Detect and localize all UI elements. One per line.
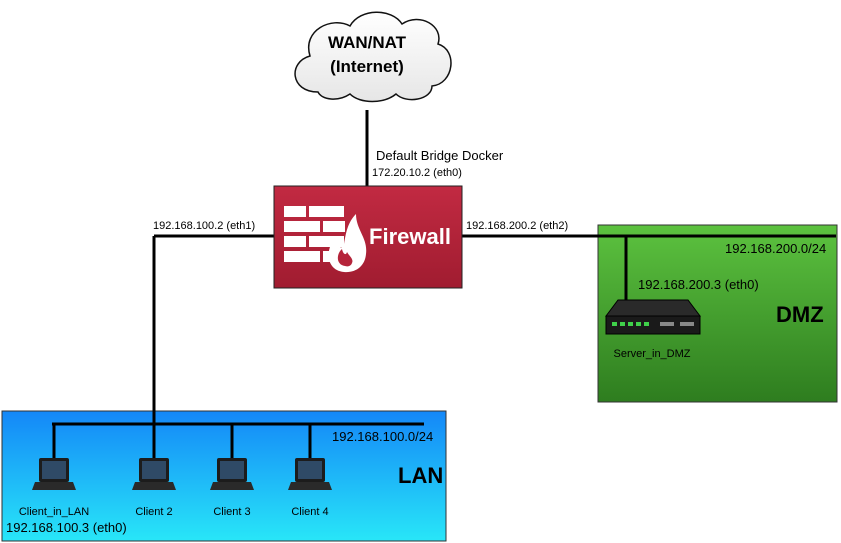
laptop-icon[interactable] [32, 458, 76, 490]
client-label: Client 4 [291, 506, 328, 518]
wan-link-name: Default Bridge Docker [376, 148, 504, 163]
laptop-icon[interactable] [288, 458, 332, 490]
lan-subnet: 192.168.100.0/24 [332, 429, 433, 444]
lan-client-ip: 192.168.100.3 (eth0) [6, 520, 127, 535]
cloud-icon [294, 11, 452, 103]
firewall-node[interactable]: Firewall [273, 185, 463, 289]
server-icon[interactable] [605, 299, 701, 335]
wan-link-ip: 172.20.10.2 (eth0) [372, 167, 462, 179]
flame-icon [328, 214, 367, 273]
dmz-subnet: 192.168.200.0/24 [725, 241, 826, 256]
dmz-server-name: Server_in_DMZ [613, 348, 690, 360]
client-label: Client 3 [213, 506, 250, 518]
cloud-label-line2: (Internet) [330, 57, 404, 76]
firewall-dmz-ip: 192.168.200.2 (eth2) [466, 220, 568, 232]
firewall-lan-ip: 192.168.100.2 (eth1) [153, 220, 255, 232]
client-label: Client_in_LAN [19, 506, 89, 518]
laptop-icon[interactable] [210, 458, 254, 490]
laptop-icon[interactable] [132, 458, 176, 490]
dmz-server-ip: 192.168.200.3 (eth0) [638, 277, 759, 292]
firewall-label: Firewall [369, 224, 451, 249]
cloud-label-line1: WAN/NAT [328, 33, 407, 52]
dmz-label: DMZ [776, 302, 824, 327]
lan-label: LAN [398, 463, 443, 488]
client-label: Client 2 [135, 506, 172, 518]
